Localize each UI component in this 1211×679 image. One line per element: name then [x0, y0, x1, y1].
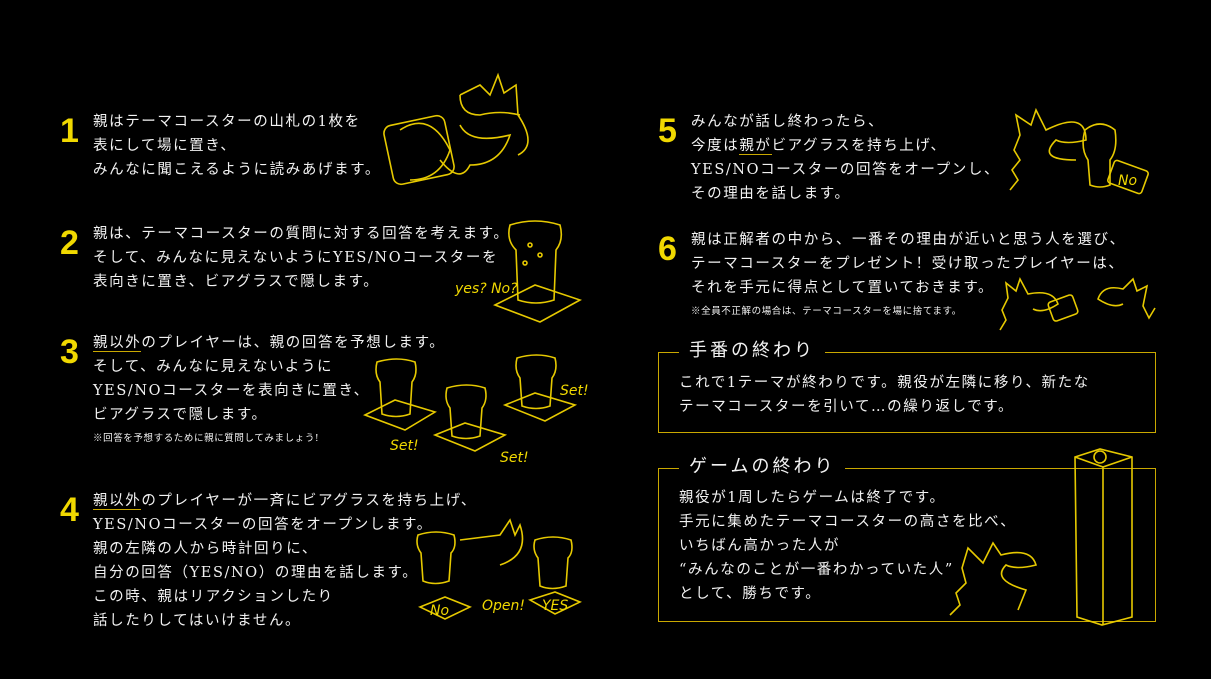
line: 親役が1周したらゲームは終了です。 [679, 490, 946, 506]
line: いちばん高かった人が [679, 538, 840, 554]
line: 今度は親がビアグラスを持ち上げ、 [691, 134, 1000, 158]
line-text: ビアグラスを持ち上げ、 [771, 138, 947, 154]
no-label: No [1118, 173, 1137, 189]
game-end-text: 親役が1周したらゲームは終了です。 手元に集めたテーマコースターの高さを比べ、 … [679, 486, 1016, 606]
game-end-title: ゲームの終わり [679, 455, 846, 479]
line-text: のプレイヤーは、親の回答を予想します。 [141, 335, 446, 351]
step-number: 5 [658, 112, 677, 150]
turn-end-box: 手番の終わり これで1テーマが終わりです。親役が左隣に移り、新たな テーマコース… [658, 339, 1156, 433]
underlined-term: 親以外 [93, 335, 142, 352]
line: テーマコースターをプレゼント！受け取ったプレイヤーは、 [691, 256, 1125, 272]
line: 手元に集めたテーマコースターの高さを比べ、 [679, 514, 1017, 530]
underlined-term: 親以外 [93, 493, 142, 510]
yes-no-label: yes? No? [454, 281, 518, 297]
set-label: Set! [500, 450, 529, 466]
line: “みんなのことが一番わかっていた人” [679, 562, 954, 578]
step-text: 親は正解者の中から、一番その理由が近いと思う人を選び、 テーマコースターをプレゼ… [691, 228, 1126, 320]
step-number: 2 [60, 224, 79, 262]
step-number: 6 [658, 230, 677, 268]
line: 親はテーマコースターの山札の1枚を [93, 114, 361, 130]
line: 親は、テーマコースターの質問に対する回答を考えます。 [93, 226, 510, 242]
line: それを手元に得点として置いておきます。 [691, 280, 995, 296]
dragons-passing-coaster-icon [995, 268, 1160, 337]
line: テーマコースターを引いて…の繰り返しです。 [679, 399, 1015, 415]
line: その理由を話します。 [691, 186, 851, 202]
line: ビアグラスで隠します。 [93, 407, 268, 423]
open-coasters-icon: No Open! YES [390, 518, 590, 639]
line: 親は正解者の中から、一番その理由が近いと思う人を選び、 [691, 232, 1126, 248]
note: ※回答を予想するために親に質問してみましょう! [93, 433, 320, 444]
line: 親の左隣の人から時計回りに、 [93, 541, 318, 557]
three-beer-glasses-icon: Set! Set! Set! [363, 350, 615, 474]
line: 話したりしてはいけません。 [93, 613, 302, 629]
line: そして、みんなに見えないようにYES/NOコースターを [93, 250, 499, 266]
note: ※全員不正解の場合は、テーマコースターを場に捨てます。 [691, 306, 962, 317]
step-number: 1 [60, 112, 79, 150]
step-number: 3 [60, 333, 79, 371]
line: そして、みんなに見えないように [93, 359, 334, 375]
line-text: 今度は [691, 138, 740, 154]
line: 表向きに置き、ビアグラスで隠します。 [93, 274, 380, 290]
line: YES/NOコースターの回答をオープンし、 [691, 162, 1001, 178]
underlined-term: 親が [739, 138, 772, 155]
turn-end-text: これで1テーマが終わりです。親役が左隣に移り、新たな テーマコースターを引いて…… [679, 371, 1090, 419]
step-text: 親以外のプレイヤーは、親の回答を予想します。 そして、みんなに見えないように Y… [93, 331, 445, 447]
dragon-holding-coaster-icon [380, 72, 580, 199]
dragon-and-coaster-tower-icon [940, 445, 1140, 629]
line: として、勝ちです。 [679, 586, 822, 602]
step-text: 親は、テーマコースターの質問に対する回答を考えます。 そして、みんなに見えないよ… [93, 222, 509, 294]
dragon-with-glass-icon: No [1000, 90, 1160, 204]
open-label: Open! [482, 598, 525, 614]
set-label: Set! [390, 438, 419, 454]
step-text: 親以外のプレイヤーが一斉にビアグラスを持ち上げ、 YES/NOコースターの回答を… [93, 489, 477, 633]
line: 親以外のプレイヤーは、親の回答を予想します。 [93, 331, 445, 355]
line: この時、親はリアクションしたり [93, 589, 334, 605]
step-text: みんなが話し終わったら、 今度は親がビアグラスを持ち上げ、 YES/NOコースタ… [691, 110, 1000, 206]
line: YES/NOコースターを表向きに置き、 [93, 383, 370, 399]
beer-glass-on-coaster-icon: yes? No? [454, 215, 585, 329]
line: 自分の回答（YES/NO）の理由を話します。 [93, 565, 419, 581]
step-number: 4 [60, 491, 79, 529]
set-label: Set! [560, 383, 589, 399]
line: 表にして場に置き、 [93, 138, 237, 154]
line: これで1テーマが終わりです。親役が左隣に移り、新たな [679, 375, 1090, 391]
line: 親以外のプレイヤーが一斉にビアグラスを持ち上げ、 [93, 489, 477, 513]
line-text: のプレイヤーが一斉にビアグラスを持ち上げ、 [141, 493, 477, 509]
no-label: No [430, 603, 449, 619]
turn-end-title: 手番の終わり [679, 339, 825, 363]
line: みんなが話し終わったら、 [691, 114, 885, 130]
game-end-box: ゲームの終わり 親役が1周したらゲームは終了です。 手元に集めたテーマコースター… [658, 455, 1156, 622]
step-text: 親はテーマコースターの山札の1枚を 表にして場に置き、 みんなに聞こえるように読… [93, 110, 381, 182]
line: みんなに聞こえるように読みあげます。 [93, 162, 381, 178]
yes-label: YES [542, 598, 568, 614]
line: YES/NOコースターの回答をオープンします。 [93, 517, 433, 533]
